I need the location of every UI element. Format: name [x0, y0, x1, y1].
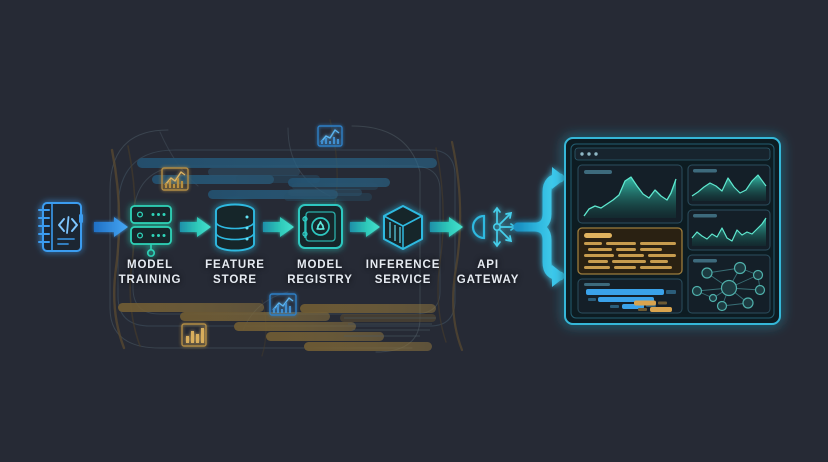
connector-arrow-0 [94, 217, 128, 237]
network-node [691, 261, 766, 312]
container-box-icon[interactable] [383, 205, 423, 250]
panel-area-chart-top[interactable] [687, 164, 771, 206]
dashboard-inner-frame [570, 143, 775, 319]
vault-safe-icon[interactable] [298, 204, 343, 249]
stage-label-inference-service: INFERENCE SERVICE [365, 259, 441, 286]
panel-area-chart-large[interactable] [577, 164, 683, 224]
api-gateway-icon[interactable] [471, 206, 517, 248]
bracket-split-arrow [513, 167, 566, 287]
connector-arrow-3 [350, 217, 380, 237]
panel-title-placeholder [584, 233, 612, 238]
log-line-group [584, 242, 676, 269]
code-notebook-icon[interactable] [38, 202, 83, 252]
connector-arrow-1 [180, 217, 211, 237]
glyph-line-chart-left [161, 167, 189, 191]
stage-label-model-registry: MODEL REGISTRY [287, 259, 353, 286]
panel-title-placeholder [693, 259, 717, 263]
decorative-bottom-bars [118, 303, 436, 351]
decorative-top-bars [137, 158, 437, 201]
stage-label-model-training: MODEL TRAINING [118, 259, 182, 286]
glyph-line-chart-bottom [269, 293, 297, 316]
panel-area-chart-mid[interactable] [687, 209, 771, 251]
panel-title-placeholder [584, 283, 610, 286]
server-stack-icon[interactable] [130, 205, 172, 258]
connector-arrow-2 [263, 217, 294, 237]
panel-title-placeholder [693, 169, 717, 173]
panel-title-placeholder [693, 214, 717, 218]
glyph-line-chart-top-right [317, 125, 343, 147]
panel-gantt-amber-rows [634, 300, 672, 312]
panel-network-graph[interactable] [687, 254, 771, 314]
glyph-bar-chart-bottom [181, 323, 207, 347]
panel-log-console[interactable] [577, 227, 683, 275]
dashboard-title-bar [574, 147, 771, 161]
stage-label-api-gateway: API GATEWAY [456, 259, 520, 286]
stage-label-feature-store: FEATURE STORE [205, 259, 265, 286]
panel-title-placeholder [584, 170, 612, 174]
database-icon[interactable] [215, 203, 255, 252]
connector-arrow-4 [430, 217, 463, 237]
